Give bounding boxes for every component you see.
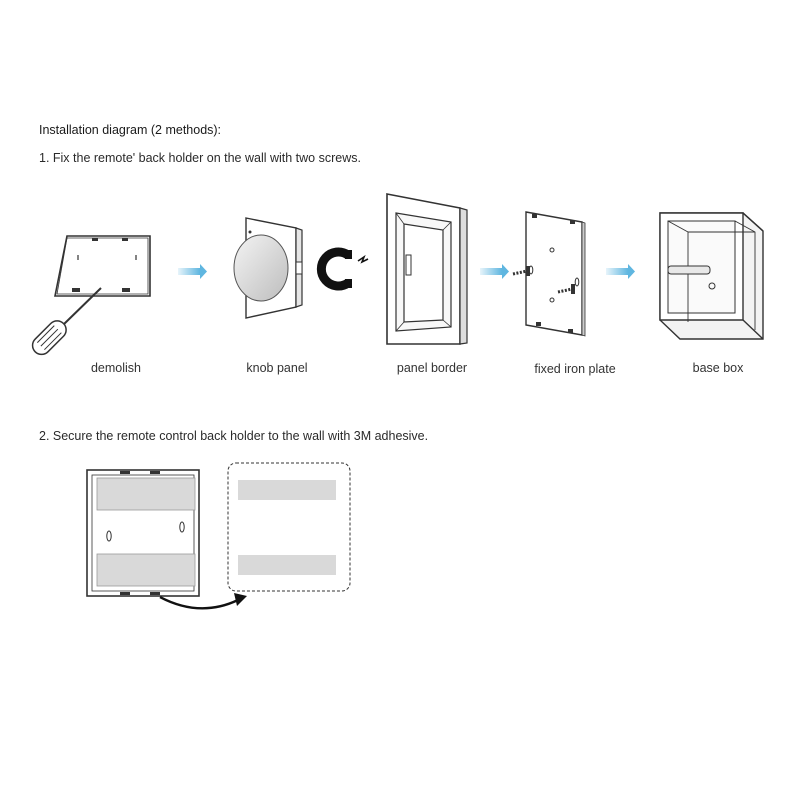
panel-border-frame [386, 193, 468, 345]
wall-area-dashed [227, 462, 351, 592]
knob-panel [233, 217, 303, 319]
step-1-text: 1. Fix the remote' back holder on the wa… [39, 151, 361, 165]
back-holder-plate [54, 235, 151, 297]
magnet-icon [316, 247, 369, 291]
label-knob-panel: knob panel [246, 361, 308, 375]
label-demolish: demolish [90, 361, 142, 375]
iron-plate [525, 211, 586, 337]
curved-arrow-icon [159, 593, 247, 610]
screw-icon [557, 284, 575, 294]
back-holder-with-adhesive [86, 469, 200, 597]
arrow-right-icon [480, 264, 509, 279]
arrow-right-icon [178, 264, 207, 279]
screw-icon [512, 266, 530, 276]
step-2-text: 2. Secure the remote control back holder… [39, 429, 429, 443]
arrow-right-icon [606, 264, 635, 279]
label-base-box: base box [692, 361, 744, 375]
base-box [659, 212, 764, 340]
label-fixed-iron-plate: fixed iron plate [534, 362, 616, 376]
screwdriver-icon [31, 287, 102, 356]
label-panel-border: panel border [396, 361, 468, 375]
diagram-heading: Installation diagram (2 methods): [39, 123, 222, 137]
